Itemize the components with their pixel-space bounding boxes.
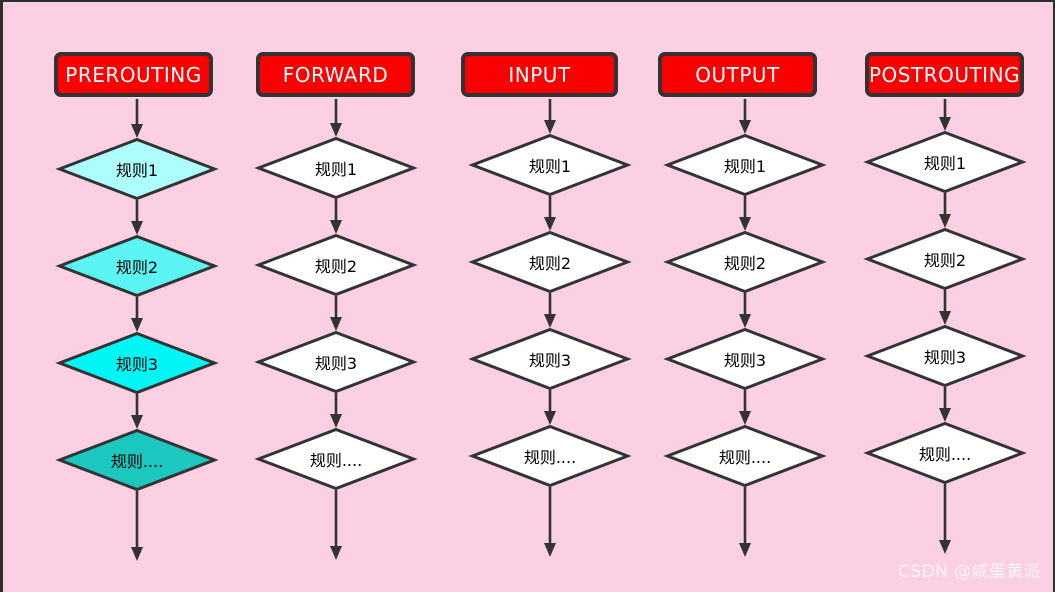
rule-node-prerouting-2[interactable]: 规则2 <box>55 234 219 298</box>
diamond-shape <box>863 130 1027 194</box>
connector-prerouting-exit <box>128 491 146 561</box>
chain-header-input[interactable]: INPUT <box>461 52 618 97</box>
diamond-shape <box>663 327 827 391</box>
connector-postrouting-header-to-rule1 <box>936 99 954 131</box>
connector-output-exit <box>736 487 754 557</box>
rule-node-output-1[interactable]: 规则1 <box>663 133 827 197</box>
rule-node-prerouting-3[interactable]: 规则3 <box>55 331 219 395</box>
chain-header-output[interactable]: OUTPUT <box>658 52 817 97</box>
chain-header-prerouting[interactable]: PREROUTING <box>54 52 213 97</box>
connector-output-rule3-to-rule4 <box>736 390 754 425</box>
connector-postrouting-rule2-to-rule3 <box>936 290 954 325</box>
diamond-shape <box>863 421 1027 485</box>
rule-node-input-2[interactable]: 规则2 <box>468 230 632 294</box>
rule-node-input-1[interactable]: 规则1 <box>468 133 632 197</box>
diamond-shape <box>55 234 219 298</box>
diamond-shape <box>254 427 418 491</box>
connector-prerouting-rule2-to-rule3 <box>128 297 146 332</box>
chain-header-forward[interactable]: FORWARD <box>256 52 415 97</box>
diamond-shape <box>468 327 632 391</box>
diamond-shape <box>663 133 827 197</box>
diamond-shape <box>55 428 219 492</box>
connector-prerouting-rule1-to-rule2 <box>128 200 146 235</box>
diamond-shape <box>468 230 632 294</box>
connector-forward-header-to-rule1 <box>327 99 345 137</box>
connector-postrouting-exit <box>936 484 954 554</box>
connector-output-header-to-rule1 <box>736 99 754 134</box>
connector-input-exit <box>541 487 559 557</box>
rule-node-input-3[interactable]: 规则3 <box>468 327 632 391</box>
connector-forward-rule3-to-rule4 <box>327 393 345 428</box>
connector-prerouting-rule3-to-rule4 <box>128 394 146 429</box>
rule-node-postrouting-4[interactable]: 规则.... <box>863 421 1027 485</box>
watermark: CSDN @咸蛋黄派 <box>898 562 1041 582</box>
diamond-shape <box>863 227 1027 291</box>
rule-node-output-4[interactable]: 规则.... <box>663 424 827 488</box>
diamond-shape <box>663 230 827 294</box>
diamond-shape <box>468 133 632 197</box>
connector-output-rule2-to-rule3 <box>736 293 754 328</box>
connector-prerouting-header-to-rule1 <box>128 99 146 138</box>
rule-node-output-3[interactable]: 规则3 <box>663 327 827 391</box>
connector-forward-exit <box>327 490 345 560</box>
connector-postrouting-rule1-to-rule2 <box>936 193 954 228</box>
diamond-shape <box>468 424 632 488</box>
connector-postrouting-rule3-to-rule4 <box>936 387 954 422</box>
rule-node-output-2[interactable]: 规则2 <box>663 230 827 294</box>
diamond-shape <box>254 330 418 394</box>
diamond-shape <box>254 136 418 200</box>
connector-input-rule1-to-rule2 <box>541 196 559 231</box>
diamond-shape <box>663 424 827 488</box>
connector-input-header-to-rule1 <box>541 99 559 134</box>
diamond-shape <box>254 233 418 297</box>
connector-output-rule1-to-rule2 <box>736 196 754 231</box>
rule-node-postrouting-3[interactable]: 规则3 <box>863 324 1027 388</box>
rule-node-forward-1[interactable]: 规则1 <box>254 136 418 200</box>
connector-input-rule3-to-rule4 <box>541 390 559 425</box>
rule-node-prerouting-4[interactable]: 规则.... <box>55 428 219 492</box>
connector-forward-rule1-to-rule2 <box>327 199 345 234</box>
rule-node-forward-3[interactable]: 规则3 <box>254 330 418 394</box>
chain-header-postrouting[interactable]: POSTROUTING <box>865 52 1024 97</box>
diamond-shape <box>863 324 1027 388</box>
diamond-shape <box>55 137 219 201</box>
connector-forward-rule2-to-rule3 <box>327 296 345 331</box>
rule-node-forward-2[interactable]: 规则2 <box>254 233 418 297</box>
connector-input-rule2-to-rule3 <box>541 293 559 328</box>
rule-node-forward-4[interactable]: 规则.... <box>254 427 418 491</box>
rule-node-postrouting-1[interactable]: 规则1 <box>863 130 1027 194</box>
rule-node-postrouting-2[interactable]: 规则2 <box>863 227 1027 291</box>
rule-node-prerouting-1[interactable]: 规则1 <box>55 137 219 201</box>
diamond-shape <box>55 331 219 395</box>
rule-node-input-4[interactable]: 规则.... <box>468 424 632 488</box>
